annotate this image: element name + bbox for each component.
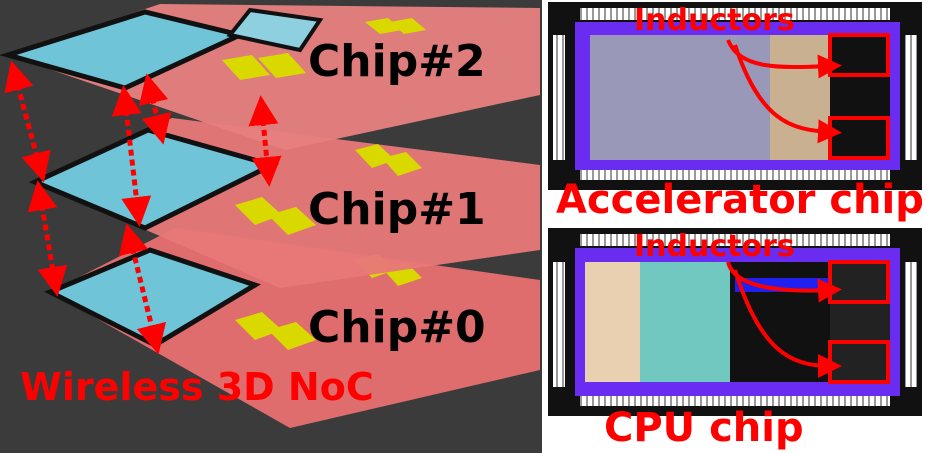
wireless-3d-noc-caption: Wireless 3D NoC <box>20 365 374 409</box>
wireless-links <box>4 60 282 355</box>
layer-chip2 <box>0 4 540 150</box>
chip1-label: Chip#1 <box>308 184 486 235</box>
cpu-chip-caption: CPU chip <box>604 405 804 451</box>
accelerator-inductors-label: Inductors <box>634 3 795 38</box>
accelerator-chip-layout <box>548 2 922 190</box>
chip2-label: Chip#2 <box>308 36 486 87</box>
chip0-label: Chip#0 <box>308 302 486 353</box>
cpu-chip-layout <box>548 228 922 416</box>
accelerator-chip-caption: Accelerator chip <box>556 177 924 223</box>
cpu-inductors-label: Inductors <box>634 229 795 264</box>
